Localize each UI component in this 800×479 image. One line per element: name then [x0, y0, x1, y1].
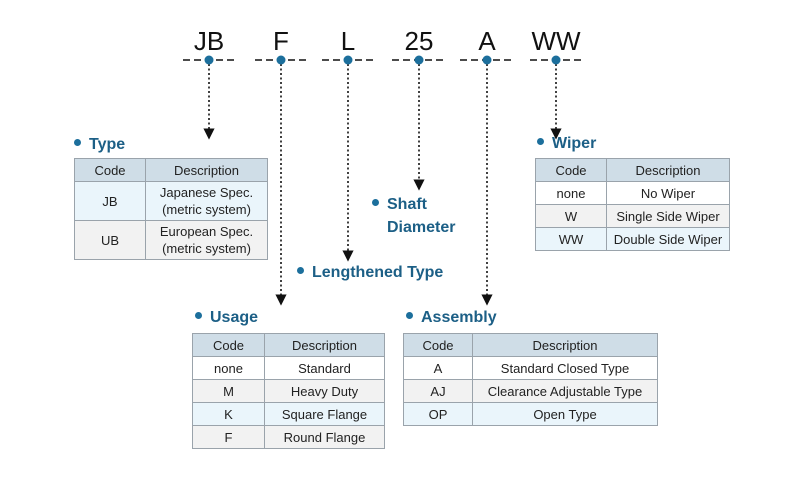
desc-line: (metric system) — [162, 202, 251, 217]
dot-f — [276, 55, 286, 65]
dot-jb — [204, 55, 214, 65]
assembly-desc-cell: Standard Closed Type — [472, 356, 658, 380]
usage-desc-cell: Heavy Duty — [264, 379, 385, 403]
table-row: UB European Spec. (metric system) — [74, 220, 268, 260]
wiper-code-cell: none — [535, 181, 607, 205]
usage-code-cell: none — [192, 356, 265, 380]
bullet-icon — [195, 312, 202, 320]
bullet-icon — [74, 139, 81, 147]
assembly-title: Assembly — [406, 307, 497, 329]
usage-table: Code Description none Standard M Heavy D… — [192, 333, 385, 449]
assembly-code-cell: OP — [403, 402, 473, 426]
wiper-table: Code Description none No Wiper W Single … — [535, 158, 730, 251]
type-table: Code Description JB Japanese Spec. (metri… — [74, 158, 268, 260]
usage-title: Usage — [195, 307, 258, 329]
desc-line: European Spec. — [159, 224, 254, 239]
shaft-diameter-title: Shaft Diameter — [372, 193, 455, 239]
desc-line: (metric system) — [162, 241, 251, 256]
dot-a — [482, 55, 492, 65]
bullet-icon — [372, 199, 379, 207]
dot-25 — [414, 55, 424, 65]
wiper-header-code: Code — [535, 158, 607, 182]
assembly-code-cell: A — [403, 356, 473, 380]
usage-code-cell: F — [192, 425, 265, 449]
table-row: A Standard Closed Type — [403, 356, 658, 380]
usage-header-description: Description — [264, 333, 385, 357]
usage-code-cell: K — [192, 402, 265, 426]
type-desc-cell: European Spec. (metric system) — [145, 220, 268, 260]
code-part-25: 25 — [404, 26, 434, 56]
desc-line: Japanese Spec. — [159, 185, 254, 200]
wiper-desc-cell: No Wiper — [606, 181, 730, 205]
wiper-desc-cell: Single Side Wiper — [606, 204, 730, 228]
wiper-desc-cell: Double Side Wiper — [606, 227, 730, 251]
table-row: none Standard — [192, 356, 385, 380]
type-header-code: Code — [74, 158, 146, 182]
wiper-code-cell: WW — [535, 227, 607, 251]
usage-desc-cell: Standard — [264, 356, 385, 380]
code-part-a: A — [478, 26, 496, 56]
type-title: Type — [74, 134, 125, 156]
code-part-jb: JB — [193, 26, 225, 56]
code-part-f: F — [273, 26, 289, 56]
table-row: AJ Clearance Adjustable Type — [403, 379, 658, 403]
assembly-code-cell: AJ — [403, 379, 473, 403]
table-row: K Square Flange — [192, 402, 385, 426]
table-row: F Round Flange — [192, 425, 385, 449]
code-part-ww: WW — [531, 26, 581, 56]
bullet-icon — [537, 138, 544, 146]
type-desc-cell: Japanese Spec. (metric system) — [145, 181, 268, 221]
usage-header-code: Code — [192, 333, 265, 357]
wiper-title: Wiper — [537, 133, 596, 155]
bullet-icon — [297, 267, 304, 275]
type-header-description: Description — [145, 158, 268, 182]
dot-l — [343, 55, 353, 65]
wiper-code-cell: W — [535, 204, 607, 228]
bullet-icon — [406, 312, 413, 320]
table-row: OP Open Type — [403, 402, 658, 426]
type-code-cell: UB — [74, 220, 146, 260]
code-part-l: L — [340, 26, 356, 56]
table-row: W Single Side Wiper — [535, 204, 730, 228]
assembly-header-code: Code — [403, 333, 473, 357]
assembly-desc-cell: Open Type — [472, 402, 658, 426]
wiper-header-description: Description — [606, 158, 730, 182]
assembly-desc-cell: Clearance Adjustable Type — [472, 379, 658, 403]
assembly-header-description: Description — [472, 333, 658, 357]
table-row: M Heavy Duty — [192, 379, 385, 403]
table-row: WW Double Side Wiper — [535, 227, 730, 251]
usage-desc-cell: Round Flange — [264, 425, 385, 449]
lengthened-type-title: Lengthened Type — [297, 262, 443, 284]
usage-code-cell: M — [192, 379, 265, 403]
type-code-cell: JB — [74, 181, 146, 221]
usage-desc-cell: Square Flange — [264, 402, 385, 426]
table-row: JB Japanese Spec. (metric system) — [74, 181, 268, 221]
dot-ww — [551, 55, 561, 65]
table-row: none No Wiper — [535, 181, 730, 205]
assembly-table: Code Description A Standard Closed Type … — [403, 333, 658, 426]
